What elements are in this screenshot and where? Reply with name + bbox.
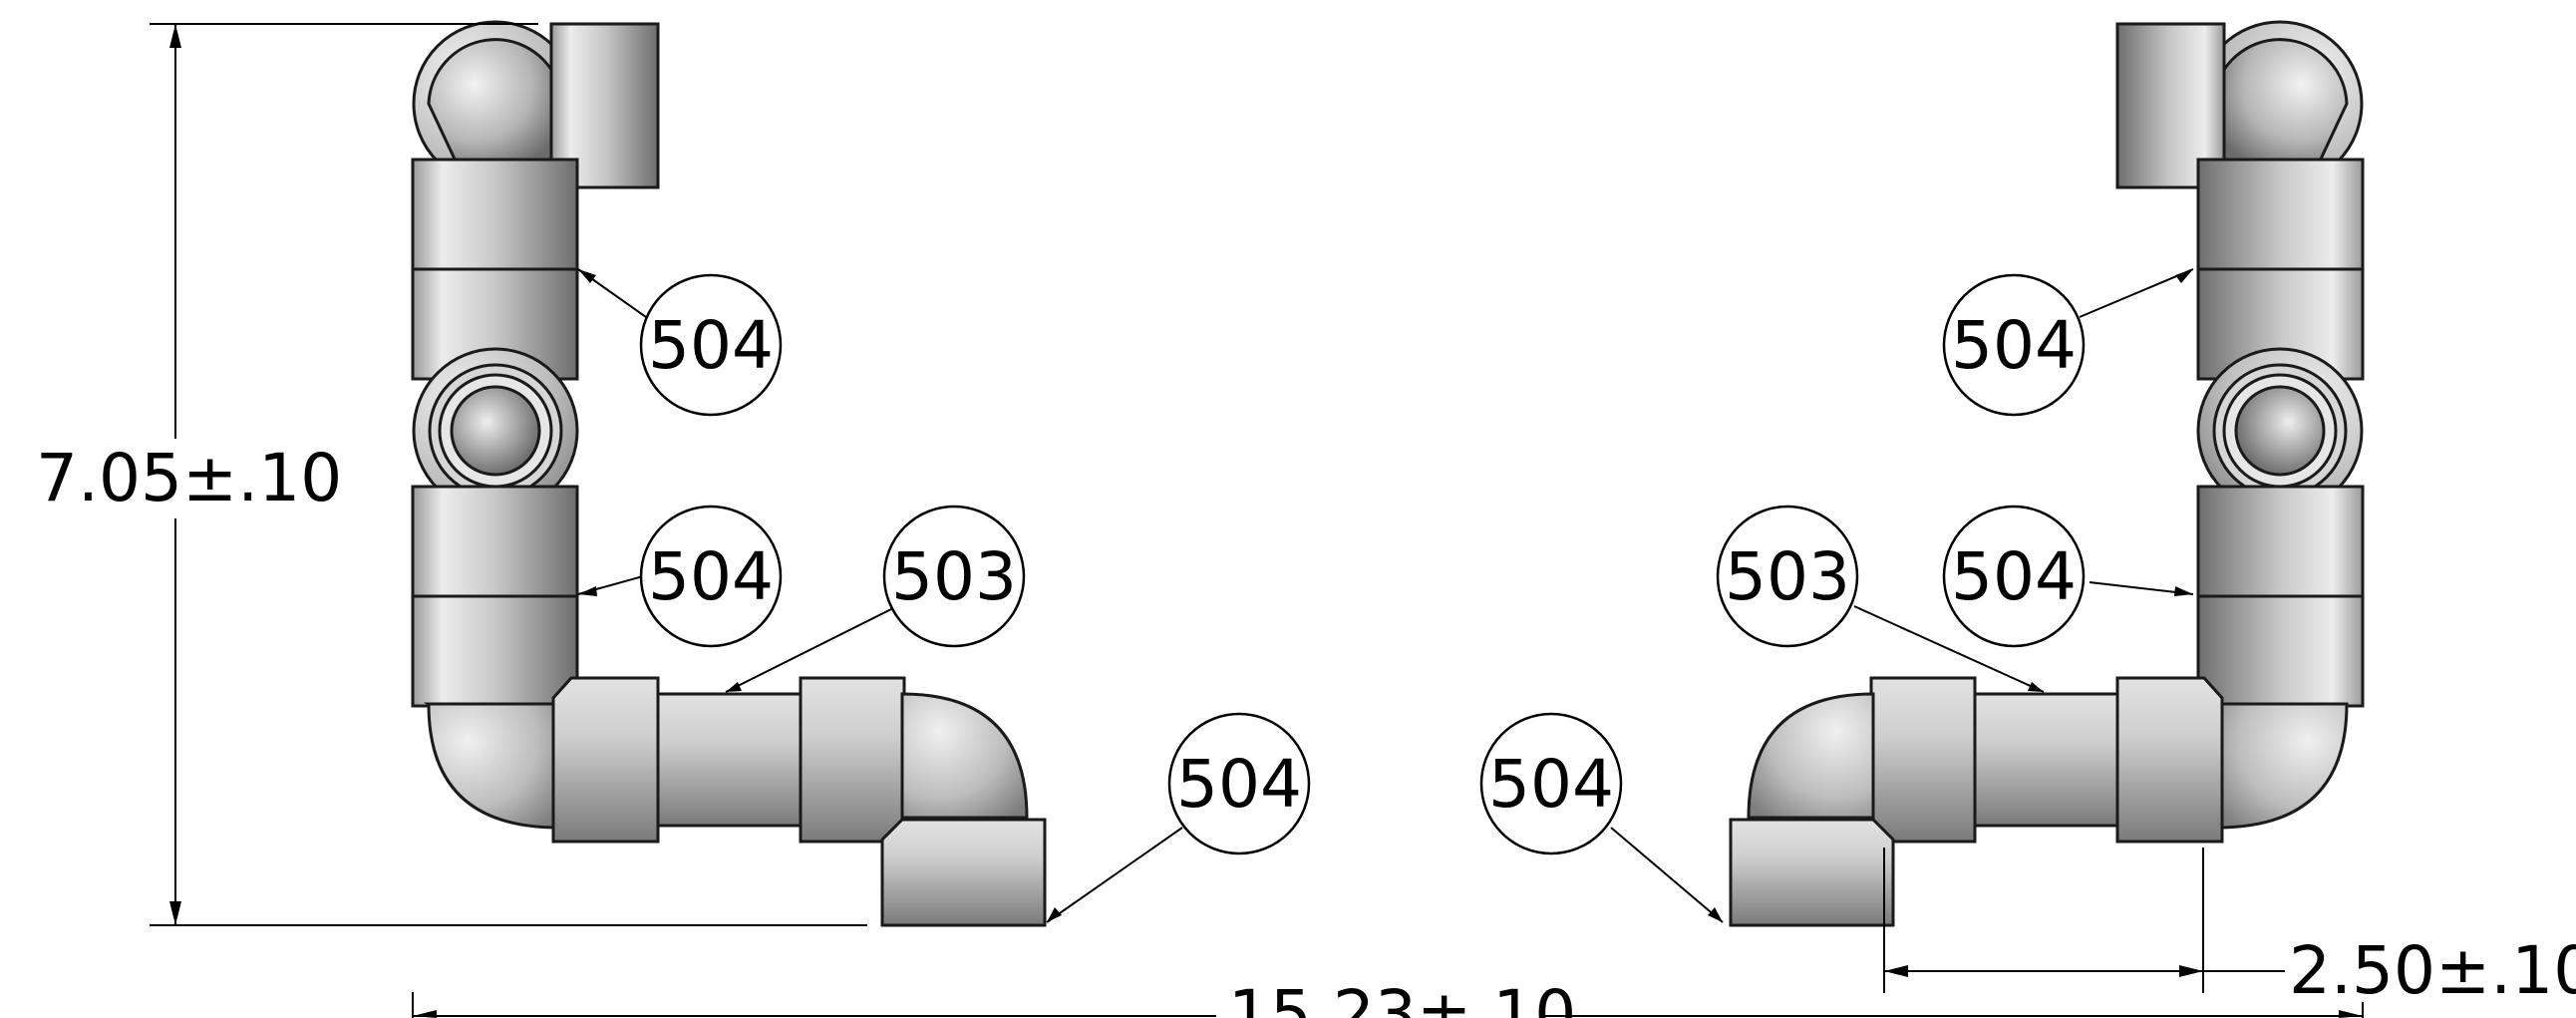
left-pipe-assembly <box>411 20 1047 927</box>
offset-dimension-label: 2.50±.10 <box>2289 932 2576 1009</box>
svg-text:504: 504 <box>1176 746 1302 823</box>
callout-504-left-bottom: 504 <box>1167 712 1311 855</box>
overall-width-label: 15.23±.10 <box>1228 976 1576 1018</box>
right-pipe-assembly <box>1729 20 2365 927</box>
left-horizontal-coupling <box>551 676 660 844</box>
height-dimension-label: 7.05±.10 <box>36 440 342 516</box>
right-horizontal-coupling <box>799 676 906 844</box>
svg-text:504: 504 <box>648 538 774 615</box>
callout-503-right: 503 <box>1716 505 1859 648</box>
tee-bore <box>450 385 541 477</box>
svg-text:504: 504 <box>1488 746 1614 823</box>
callout-leaders <box>577 268 2194 923</box>
svg-text:503: 503 <box>1725 538 1850 615</box>
callout-504-right-upper: 504 <box>1942 273 2086 417</box>
callout-arrowheads <box>578 269 2193 922</box>
bottom-right-elbow <box>900 692 1029 820</box>
callout-504-left-upper: 504 <box>639 273 783 417</box>
overall-width-dimension: 15.23±.10 <box>412 976 2364 1018</box>
horizontal-pipe <box>656 692 805 828</box>
svg-text:504: 504 <box>1951 538 2077 615</box>
svg-text:504: 504 <box>648 307 774 384</box>
callout-504-right-lower: 504 <box>1942 505 2086 648</box>
height-dimension: 7.05±.10 <box>36 23 867 926</box>
bottom-right-coupling <box>880 818 1047 927</box>
callout-503-left: 503 <box>882 505 1026 648</box>
callout-504-right-bottom: 504 <box>1479 712 1623 855</box>
svg-text:504: 504 <box>1951 307 2077 384</box>
top-elbow-inner <box>427 38 560 170</box>
svg-text:503: 503 <box>891 538 1017 615</box>
offset-dimension: 2.50±.10 <box>1883 848 2576 1009</box>
callout-504-left-lower: 504 <box>639 505 783 648</box>
